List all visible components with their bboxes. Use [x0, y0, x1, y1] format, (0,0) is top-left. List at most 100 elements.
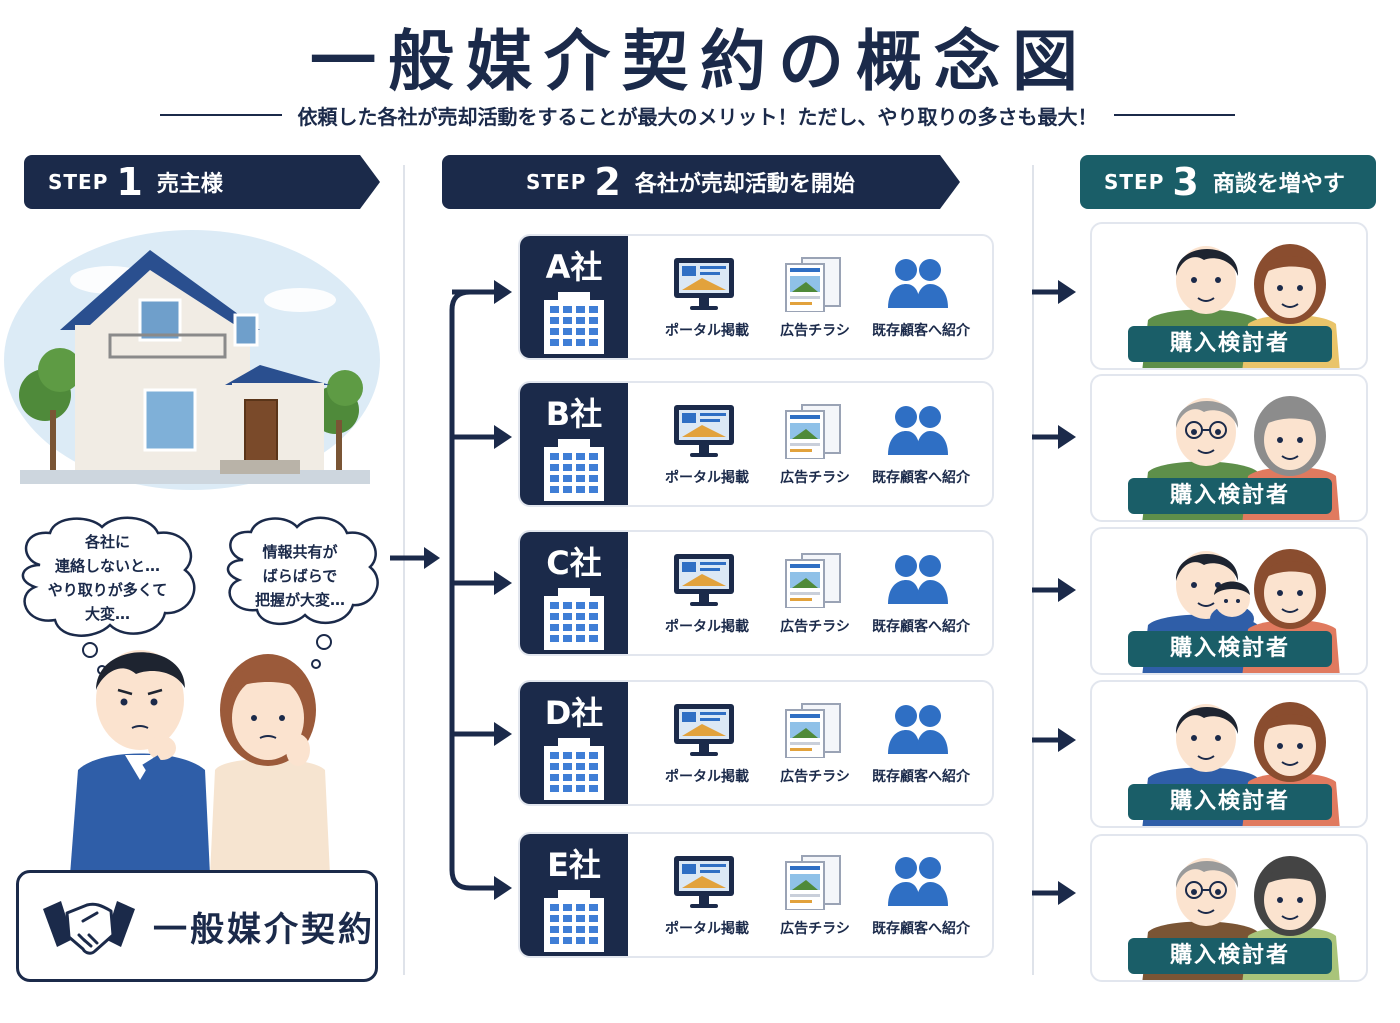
page-title: 一般媒介契約の概念図	[310, 23, 1090, 100]
thought-1-line-4: 大変…	[84, 605, 130, 623]
buyer-label: 購入検討者	[1128, 478, 1332, 514]
step-1-label: 売主様	[156, 172, 223, 197]
step-2-word: STEP	[526, 170, 587, 194]
house-illustration	[4, 230, 380, 490]
activity-referral: 既存顧客へ紹介	[866, 383, 976, 505]
buyer-card: 購入検討者	[1090, 222, 1368, 370]
flyer-icon	[785, 404, 841, 459]
thought-text-2: 情報共有が ばらばらで 把握が大変…	[230, 540, 370, 612]
step-1-header: STEP 1 売主様	[24, 155, 380, 209]
people-icon	[888, 406, 948, 455]
activity-portal: ポータル掲載	[652, 236, 762, 358]
thought-2-line-3: 把握が大変…	[254, 591, 345, 609]
activity-portal: ポータル掲載	[652, 383, 762, 505]
thought-2-line-2: ばらばらで	[262, 567, 338, 585]
activity-referral-label: 既存顧客へ紹介	[872, 470, 970, 486]
monitor-icon	[674, 405, 734, 457]
activity-portal: ポータル掲載	[652, 682, 762, 804]
company-badge: C社	[520, 532, 628, 654]
monitor-icon	[674, 856, 734, 908]
buyer-card: 購入検討者	[1090, 680, 1368, 828]
step-3-word: STEP	[1104, 170, 1165, 194]
building-icon	[544, 890, 604, 952]
activity-portal-label: ポータル掲載	[665, 921, 749, 937]
company-card: C社 ポータル掲載	[518, 530, 994, 656]
activity-flyer: 広告チラシ	[760, 532, 870, 654]
company-card: E社 ポータル掲載	[518, 832, 994, 958]
contract-label: 一般媒介契約	[153, 909, 375, 950]
activity-flyer: 広告チラシ	[760, 682, 870, 804]
activity-portal: ポータル掲載	[652, 834, 762, 956]
flyer-icon	[785, 703, 841, 758]
flyer-icon	[785, 257, 841, 312]
thought-2-line-1: 情報共有が	[262, 543, 338, 561]
monitor-icon	[674, 554, 734, 606]
company-badge: B社	[520, 383, 628, 505]
activity-referral: 既存顧客へ紹介	[866, 532, 976, 654]
company-name: B社	[545, 395, 603, 433]
step-1-number: 1	[116, 160, 143, 204]
flyer-icon	[785, 553, 841, 608]
company-name: A社	[545, 248, 603, 286]
subtitle-line-right	[1113, 114, 1235, 116]
buyer-card: 購入検討者	[1090, 374, 1368, 522]
company-name: E社	[547, 846, 601, 884]
flyer-icon	[785, 855, 841, 910]
company-badge: A社	[520, 236, 628, 358]
company-card: B社 ポータル掲載	[518, 381, 994, 507]
buyer-label: 購入検討者	[1128, 784, 1332, 820]
thought-1-line-3: やり取りが多くて	[47, 581, 168, 599]
step-3-label: 商談を増やす	[1212, 172, 1345, 197]
company-name: C社	[546, 544, 602, 582]
people-icon	[888, 259, 948, 308]
activity-portal-label: ポータル掲載	[665, 619, 749, 635]
subtitle-row: 依頼した各社が売却活動をすることが最大のメリット！ただし、やり取りの多さも最大！	[160, 100, 1235, 130]
activity-referral: 既存顧客へ紹介	[866, 834, 976, 956]
subtitle-line-left	[160, 114, 282, 116]
building-icon	[544, 292, 604, 354]
activity-flyer: 広告チラシ	[760, 834, 870, 956]
thought-1-line-2: 連絡しないと…	[54, 557, 160, 575]
activity-flyer-label: 広告チラシ	[780, 470, 850, 486]
activity-portal-label: ポータル掲載	[665, 769, 749, 785]
divider-right	[1032, 165, 1034, 975]
company-badge: E社	[520, 834, 628, 956]
people-icon	[888, 555, 948, 604]
thought-bubble-dots-2	[311, 634, 332, 669]
activity-referral: 既存顧客へ紹介	[866, 236, 976, 358]
activity-referral-label: 既存顧客へ紹介	[872, 769, 970, 785]
step-2-number: 2	[594, 160, 621, 204]
handshake-icon	[43, 901, 135, 955]
activity-referral-label: 既存顧客へ紹介	[872, 323, 970, 339]
contract-box: 一般媒介契約	[16, 870, 378, 982]
activity-portal-label: ポータル掲載	[665, 470, 749, 486]
monitor-icon	[674, 258, 734, 310]
step-3-number: 3	[1172, 160, 1199, 204]
people-icon	[888, 857, 948, 906]
thought-1-line-1: 各社に	[84, 533, 130, 551]
company-name: D社	[544, 694, 604, 732]
company-card: D社 ポータル掲載	[518, 680, 994, 806]
buyer-card: 購入検討者	[1090, 834, 1368, 982]
buyer-card: 購入検討者	[1090, 527, 1368, 675]
thought-cloud-1	[21, 516, 196, 637]
activity-portal: ポータル掲載	[652, 532, 762, 654]
thought-cloud-2	[226, 516, 379, 626]
people-icon	[888, 705, 948, 754]
activity-flyer-label: 広告チラシ	[780, 619, 850, 635]
activity-referral: 既存顧客へ紹介	[866, 682, 976, 804]
building-icon	[544, 738, 604, 800]
activity-flyer: 広告チラシ	[760, 383, 870, 505]
activity-flyer-label: 広告チラシ	[780, 323, 850, 339]
company-card: A社 ポータル掲載	[518, 234, 994, 360]
company-badge: D社	[520, 682, 628, 804]
monitor-icon	[674, 704, 734, 756]
buyer-label: 購入検討者	[1128, 326, 1332, 362]
step-2-label: 各社が売却活動を開始	[634, 172, 855, 197]
step-2-header: STEP 2 各社が売却活動を開始	[442, 155, 960, 209]
step-3-header: STEP 3 商談を増やす	[1080, 155, 1376, 209]
activity-referral-label: 既存顧客へ紹介	[872, 619, 970, 635]
buyer-label: 購入検討者	[1128, 631, 1332, 667]
buyer-label: 購入検討者	[1128, 938, 1332, 974]
